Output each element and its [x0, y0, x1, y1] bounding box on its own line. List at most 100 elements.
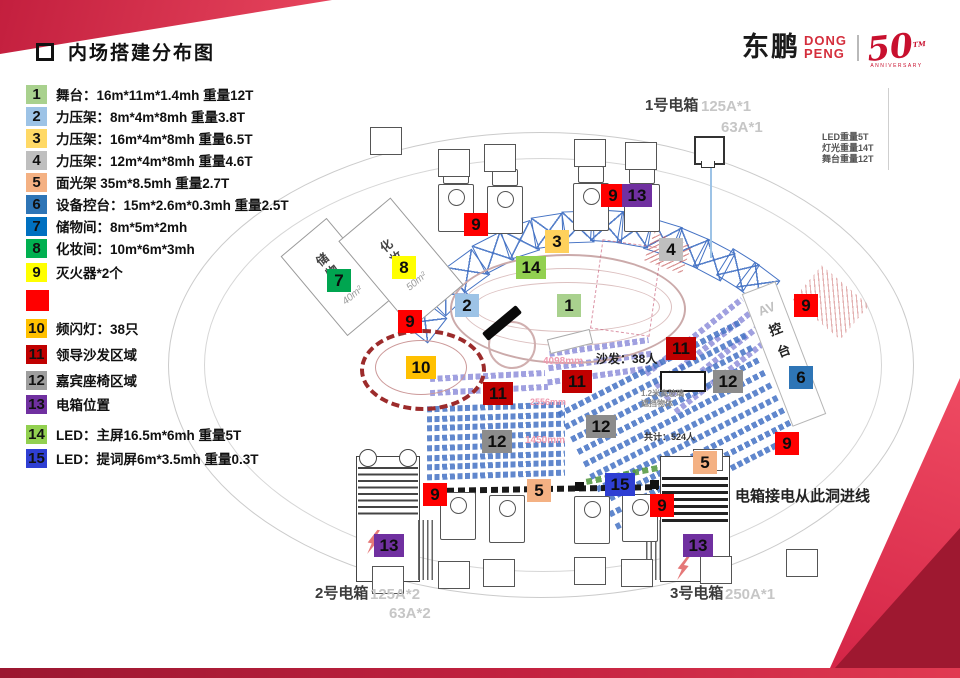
marker-12: 12	[713, 370, 743, 393]
legend-label: 灭火器*2个	[56, 266, 123, 281]
legend-item-9: 9 灭火器*2个	[26, 262, 123, 282]
box3-label: 3号电箱	[670, 585, 724, 602]
legend-label: 化妆间：10m*6m*3mh	[56, 242, 195, 257]
glass-note-2: 遮挡物体	[641, 399, 673, 408]
glass-note-1: 1.2米高玻璃	[641, 389, 685, 398]
marker-13: 13	[622, 184, 652, 207]
speaker	[487, 186, 523, 234]
venue-outline-inner	[204, 158, 882, 572]
legend-chip: 7	[26, 216, 47, 236]
logo-cn: 东鹏	[742, 32, 800, 62]
speaker	[622, 494, 658, 542]
legend-label: 电箱位置	[56, 398, 110, 413]
marker-12: 12	[482, 430, 512, 453]
rig-box	[438, 149, 470, 177]
legend-label: LED：主屏16.5m*6mh 重量5T	[56, 428, 242, 443]
inlet-note: 电箱接电从此洞进线	[735, 488, 871, 505]
speaker-bracket	[578, 166, 604, 183]
anniversary-text: ANNIVERSARY	[870, 63, 923, 69]
tower-bump	[399, 449, 417, 467]
legend-label: 力压架：12m*4m*8mh 重量4.6T	[56, 154, 253, 169]
speaker	[574, 496, 610, 544]
legend-chip: 3	[26, 128, 47, 148]
marker-9: 9	[775, 432, 799, 455]
rig-box	[625, 142, 657, 170]
stage-oval	[450, 254, 686, 364]
marker-11: 11	[666, 337, 696, 360]
floor-box	[700, 556, 732, 584]
box3-amp1: 250A*1	[725, 586, 776, 603]
marker-5: 5	[527, 479, 551, 502]
legend-chip: 10	[26, 318, 47, 338]
strobe-ring-outer	[360, 329, 486, 411]
square-bullet-icon	[36, 42, 54, 61]
power-tower-left	[356, 449, 420, 582]
legend-label: 频闪灯：38只	[56, 322, 139, 337]
marker-10: 10	[406, 356, 436, 379]
tower-vstrip	[418, 520, 433, 580]
speaker	[489, 495, 525, 543]
page-title: 内场搭建分布图	[68, 43, 216, 64]
legend-chip: 13	[26, 394, 47, 414]
floor-box	[574, 557, 606, 585]
legend-label: 舞台：16m*11m*1.4mh 重量12T	[56, 88, 254, 103]
dim-1450: 1450mm	[525, 435, 566, 446]
junction-box-tab	[701, 161, 715, 168]
legend-label: 嘉宾座椅区域	[56, 374, 137, 389]
box2-amp1: 125A*2	[370, 586, 421, 603]
legend-label: 储物间：8m*5m*2mh	[56, 220, 188, 235]
floor-box	[372, 566, 404, 594]
marker-9: 9	[423, 483, 447, 506]
dim-4098: 4098mm	[543, 356, 584, 367]
rig-box	[484, 144, 516, 172]
av-label-en: AV	[755, 298, 778, 319]
legend-chip: 9	[26, 262, 47, 282]
marker-9: 9	[650, 494, 674, 517]
legend-item-red-swatch	[26, 289, 58, 311]
floor-box	[483, 559, 515, 587]
legend-item-1: 1 舞台：16m*11m*1.4mh 重量12T	[26, 84, 253, 104]
marker-7: 7	[327, 269, 351, 292]
logo-divider	[857, 35, 859, 61]
marker-3: 3	[545, 230, 569, 253]
legend-chip: 11	[26, 344, 47, 364]
marker-14: 14	[516, 256, 546, 279]
legend-label: 面光架 35m*8.5mh 重量2.7T	[56, 176, 230, 191]
lightning-icon	[672, 554, 693, 583]
tower-stripes	[358, 467, 418, 519]
truss-node	[575, 482, 584, 491]
page-header: 内场搭建分布图	[36, 38, 215, 65]
legend-chip: 14	[26, 424, 47, 444]
legend-chip: 1	[26, 84, 47, 104]
legend-label: 力压架：8m*4m*8mh 重量3.8T	[56, 110, 246, 125]
led-note-1: LED重量5T	[822, 132, 869, 142]
strobe-ring-inner	[375, 340, 467, 395]
legend-label: 力压架：16m*4m*8mh 重量6.5T	[56, 132, 253, 147]
power-feed-line	[710, 166, 712, 258]
floor-box	[438, 561, 470, 589]
marker-15: 15	[605, 473, 635, 496]
led-note-3: 舞台重量12T	[822, 154, 874, 164]
marker-8: 8	[392, 256, 416, 279]
marker-11: 11	[562, 370, 592, 393]
legend-chip: 12	[26, 370, 47, 390]
av-label-cn: 控台	[765, 320, 796, 369]
legend-item-10: 10 频闪灯：38只	[26, 318, 139, 338]
box2-label: 2号电箱	[315, 585, 369, 602]
legend-chip: 8	[26, 238, 47, 258]
legend-chip: 5	[26, 172, 47, 192]
legend-label: LED：提词屏6m*3.5mh 重量0.3T	[56, 452, 259, 467]
bottom-red-bar	[0, 668, 960, 678]
legend-item-3: 3 力压架：16m*4m*8mh 重量6.5T	[26, 128, 253, 148]
legend-chip	[26, 289, 49, 311]
marker-4: 4	[659, 238, 683, 261]
marker-5: 5	[693, 451, 717, 474]
rig-box	[370, 127, 402, 155]
